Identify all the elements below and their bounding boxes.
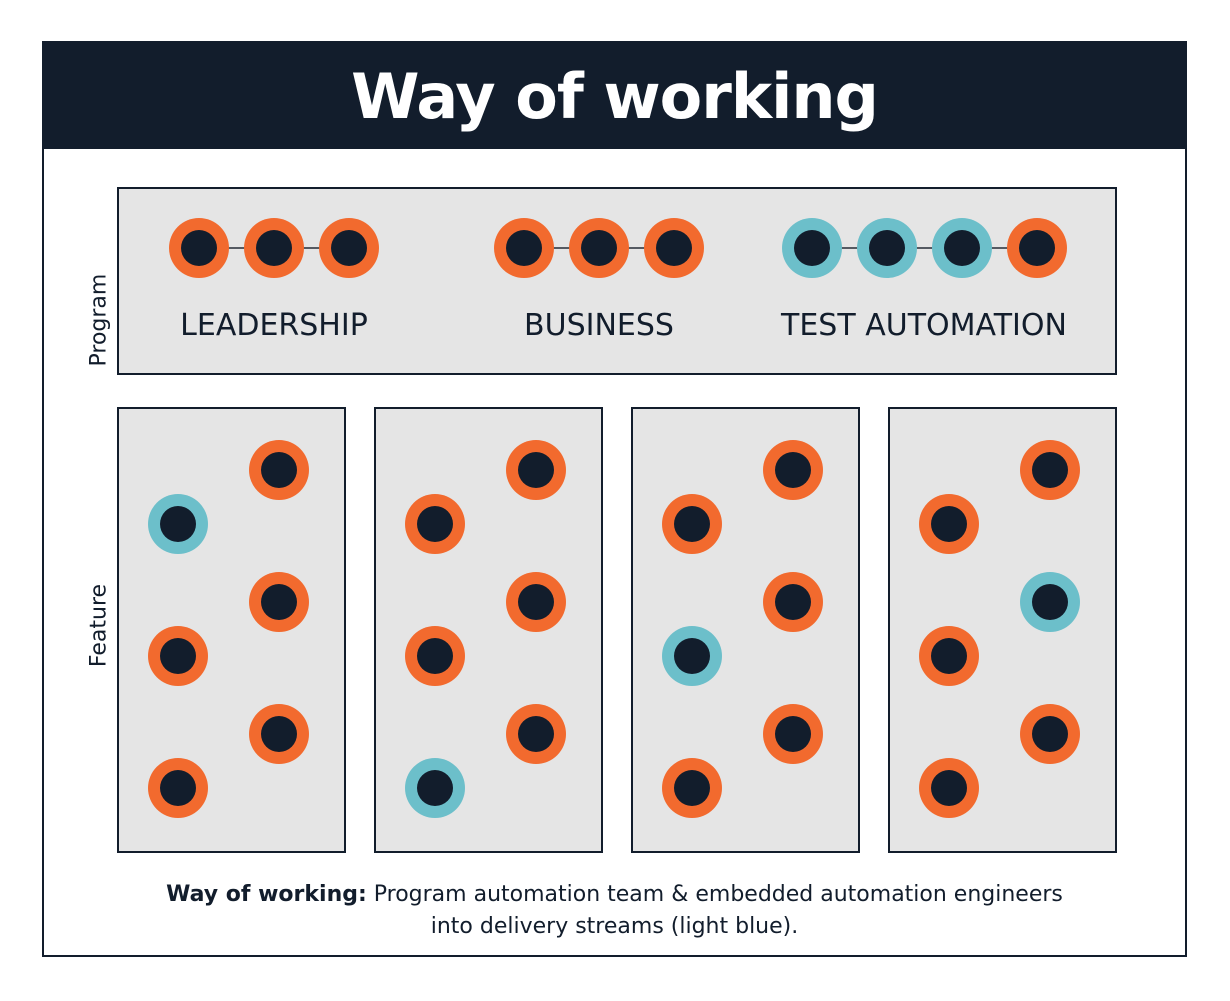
team-member-node [1020,572,1080,632]
node-core [1032,584,1068,620]
team-label: TEST AUTOMATION [781,308,1067,343]
header-bar: Way of working [44,43,1185,149]
team-member-node [763,572,823,632]
node-core [581,230,617,266]
team-member-node [405,758,465,818]
team-member-node [569,218,629,278]
team-member-node [148,626,208,686]
team-member-node [662,758,722,818]
team-member-node [857,218,917,278]
team-member-node [932,218,992,278]
page-title: Way of working [351,59,879,133]
node-core [506,230,542,266]
node-core [931,638,967,674]
team-member-node [249,704,309,764]
node-core [674,770,710,806]
team-member-node [662,626,722,686]
node-core [261,452,297,488]
team-member-node [405,494,465,554]
team-member-node [319,218,379,278]
caption-bold: Way of working: [166,882,367,907]
node-core [256,230,292,266]
node-core [656,230,692,266]
node-core [181,230,217,266]
node-core [518,716,554,752]
team-member-node [1020,440,1080,500]
node-core [160,638,196,674]
team-member-node [148,758,208,818]
caption: Way of working: Program automation team … [44,879,1185,943]
node-core [869,230,905,266]
team-member-node [919,494,979,554]
node-core [1019,230,1055,266]
node-core [261,584,297,620]
node-core [775,452,811,488]
program-panel: LEADERSHIP BUSINESS TEST AUTOMATION [117,187,1117,375]
node-core [1032,452,1068,488]
team-member-node [644,218,704,278]
node-core [518,452,554,488]
team-label: BUSINESS [524,308,674,343]
node-core [931,770,967,806]
team-member-node [782,218,842,278]
feature-row-label: Feature [86,583,112,668]
node-core [794,230,830,266]
team-member-node [919,626,979,686]
team-member-node [506,704,566,764]
team-member-node [506,572,566,632]
team-label: LEADERSHIP [180,308,368,343]
team-member-node [169,218,229,278]
team-member-node [494,218,554,278]
caption-line2: into delivery streams (light blue). [430,914,799,939]
node-core [931,506,967,542]
team-member-node [1020,704,1080,764]
team-member-node [244,218,304,278]
team-connector [812,247,1037,249]
node-core [160,506,196,542]
team-member-node [662,494,722,554]
team-member-node [763,440,823,500]
team-member-node [148,494,208,554]
node-core [417,638,453,674]
node-core [674,638,710,674]
node-core [1032,716,1068,752]
team-member-node [405,626,465,686]
node-core [775,716,811,752]
team-member-node [1007,218,1067,278]
node-core [775,584,811,620]
node-core [674,506,710,542]
team-member-node [249,440,309,500]
caption-line1: Program automation team & embedded autom… [366,882,1063,907]
node-core [417,506,453,542]
node-core [160,770,196,806]
team-member-node [919,758,979,818]
team-member-node [763,704,823,764]
node-core [417,770,453,806]
team-member-node [506,440,566,500]
node-core [518,584,554,620]
node-core [944,230,980,266]
team-member-node [249,572,309,632]
node-core [331,230,367,266]
node-core [261,716,297,752]
